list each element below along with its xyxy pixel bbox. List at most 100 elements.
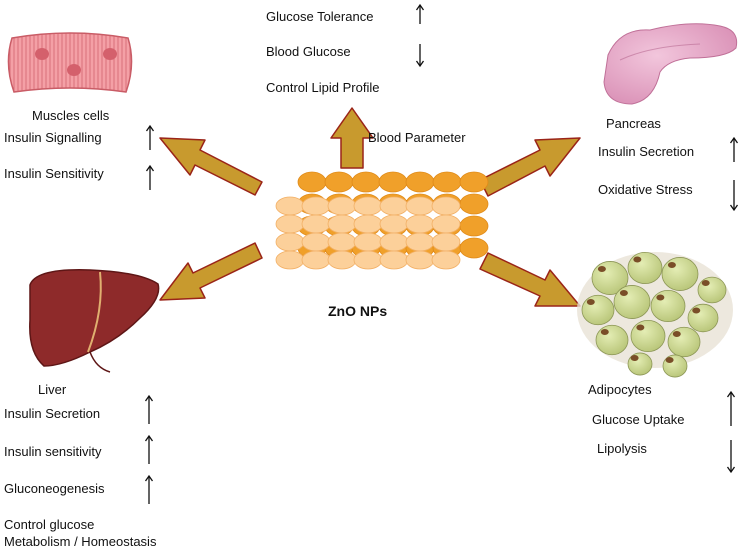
pancreas-item-oxidative-stress: Oxidative Stress bbox=[598, 182, 693, 197]
blood-item-blood-glucose: Blood Glucose bbox=[266, 44, 351, 59]
np-particle bbox=[301, 196, 331, 216]
np-particle bbox=[327, 250, 357, 270]
np-particle bbox=[275, 196, 305, 216]
arrow-to-blood bbox=[330, 107, 374, 169]
muscle-trend-up-arrow-1 bbox=[145, 164, 155, 190]
adipocytes-illustration bbox=[577, 251, 733, 378]
liver-trend-up-arrow-2 bbox=[144, 474, 154, 504]
np-particle bbox=[353, 196, 383, 216]
adipocyte-nucleus bbox=[656, 294, 665, 301]
adipocyte-nucleus bbox=[619, 290, 628, 296]
arrow-to-muscle bbox=[159, 137, 263, 196]
blood-item-control-lipid: Control Lipid Profile bbox=[266, 80, 380, 95]
liver-item-insulin-sensitivity: Insulin sensitivity bbox=[4, 444, 102, 459]
pancreas-illustration bbox=[603, 23, 738, 105]
np-particle bbox=[327, 214, 357, 234]
np-back-particle bbox=[459, 193, 489, 215]
np-particle bbox=[405, 250, 435, 270]
np-particle bbox=[431, 232, 461, 252]
np-back-particle bbox=[459, 215, 489, 237]
np-particle bbox=[431, 214, 461, 234]
np-particle bbox=[275, 250, 305, 270]
np-back-particle bbox=[297, 171, 327, 193]
adipocyte-cell bbox=[627, 251, 663, 285]
np-back-particle bbox=[351, 171, 381, 193]
blood-trend-down-arrow-1 bbox=[415, 44, 425, 68]
np-particle bbox=[379, 250, 409, 270]
muscle-cell-illustration bbox=[7, 32, 133, 93]
liver-item-insulin-secretion: Insulin Secretion bbox=[4, 406, 101, 421]
zno-nanoparticles-illustration bbox=[275, 171, 489, 270]
adipocytes-item-glucose-uptake: Glucose Uptake bbox=[592, 412, 685, 427]
np-back-particle bbox=[324, 171, 354, 193]
adipocytes-item-lipolysis: Lipolysis bbox=[597, 441, 647, 456]
adipocyte-cell bbox=[630, 319, 666, 353]
adipocyte-nucleus bbox=[586, 299, 595, 305]
arrow-to-pancreas bbox=[479, 137, 581, 197]
muscle-item-insulin-signalling: Insulin Signalling bbox=[4, 130, 102, 145]
adipocyte-cell bbox=[687, 303, 719, 333]
liver-illustration bbox=[29, 269, 160, 373]
arrow-to-liver bbox=[159, 242, 263, 301]
np-back-particle bbox=[459, 237, 489, 259]
adipocyte-cell bbox=[595, 324, 629, 356]
np-particle bbox=[431, 196, 461, 216]
zno-label: ZnO NPs bbox=[328, 303, 388, 319]
pancreas-title: Pancreas bbox=[606, 116, 661, 131]
adipocytes-title: Adipocytes bbox=[588, 382, 652, 397]
np-back-particle bbox=[459, 171, 489, 193]
adipocyte-nucleus bbox=[636, 324, 645, 331]
adipocyte-cell bbox=[697, 276, 727, 304]
np-particle bbox=[405, 232, 435, 252]
np-particle bbox=[327, 232, 357, 252]
adipocyte-nucleus bbox=[672, 331, 681, 337]
adipocyte-nucleus bbox=[633, 256, 642, 263]
np-back-particle bbox=[378, 171, 408, 193]
adipocyte-nucleus bbox=[600, 329, 609, 335]
adipocyte-nucleus bbox=[667, 262, 676, 268]
np-particle bbox=[405, 214, 435, 234]
np-particle bbox=[301, 232, 331, 252]
adipocyte-cell bbox=[581, 294, 615, 326]
liver-trend-up-arrow-1 bbox=[144, 434, 154, 464]
adipocyte-nucleus bbox=[630, 355, 639, 361]
adipocyte-nucleus bbox=[597, 266, 606, 272]
np-particle bbox=[405, 196, 435, 216]
adipocyte-cell bbox=[661, 257, 699, 291]
np-back-particle bbox=[432, 171, 462, 193]
blood-title: Blood Parameter bbox=[368, 130, 466, 145]
muscle-title: Muscles cells bbox=[32, 108, 110, 123]
np-particle bbox=[353, 214, 383, 234]
pancreas-trend-up-arrow-0 bbox=[729, 136, 739, 162]
np-particle bbox=[379, 214, 409, 234]
adipocyte-cell bbox=[613, 285, 651, 319]
blood-item-glucose-tolerance: Glucose Tolerance bbox=[266, 9, 374, 24]
np-particle bbox=[275, 232, 305, 252]
liver-title: Liver bbox=[38, 382, 67, 397]
np-particle bbox=[431, 250, 461, 270]
arrow-to-adipocytes bbox=[479, 252, 581, 307]
adipocyte-nucleus bbox=[701, 280, 710, 286]
adipocyte-nucleus bbox=[665, 357, 674, 363]
adipocyte-cell bbox=[650, 289, 686, 323]
np-particle bbox=[379, 232, 409, 252]
np-back-particle bbox=[405, 171, 435, 193]
np-particle bbox=[353, 250, 383, 270]
np-particle bbox=[327, 196, 357, 216]
np-particle bbox=[353, 232, 383, 252]
arrows-group bbox=[159, 107, 581, 307]
liver-item-control-glucose: Control glucose bbox=[4, 517, 95, 532]
adipocytes-trend-up-arrow-0 bbox=[726, 390, 736, 426]
muscle-item-insulin-sensitivity: Insulin Sensitivity bbox=[4, 166, 104, 181]
adipocytes-trend-down-arrow-1 bbox=[726, 440, 736, 474]
pancreas-item-insulin-secretion: Insulin Secretion bbox=[598, 144, 695, 159]
adipocyte-nucleus bbox=[692, 307, 701, 314]
liver-item-metabolism-homeostasis: Metabolism / Homeostasis bbox=[4, 534, 157, 549]
pancreas-trend-down-arrow-1 bbox=[729, 180, 739, 212]
np-particle bbox=[301, 214, 331, 234]
adipocyte-cell bbox=[667, 326, 701, 358]
np-particle bbox=[275, 214, 305, 234]
np-particle bbox=[301, 250, 331, 270]
muscle-trend-up-arrow-0 bbox=[145, 124, 155, 150]
